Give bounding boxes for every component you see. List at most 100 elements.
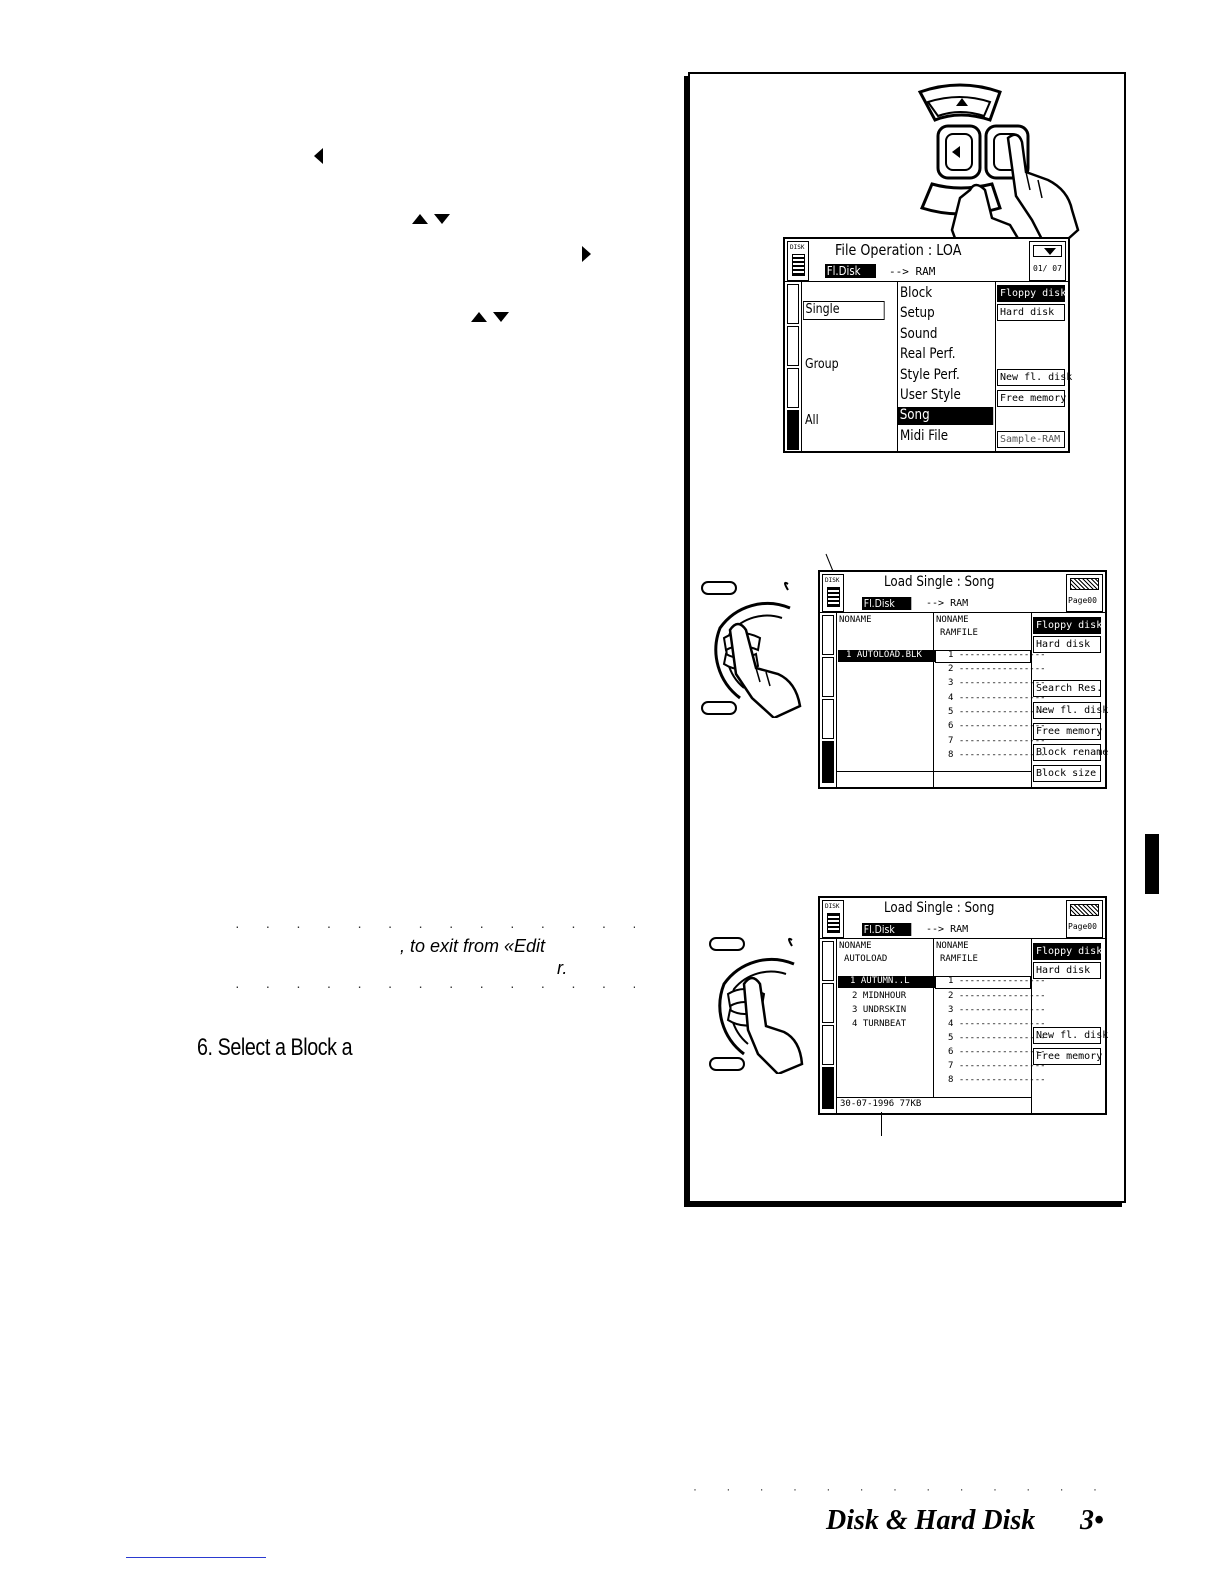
slot-row[interactable]: 1 ---------------- <box>948 650 1046 660</box>
page-indicator: Page00 <box>1066 900 1103 938</box>
slot-row[interactable]: 8 ---------------- <box>948 750 1046 760</box>
file-row-selected[interactable]: 1 AUTUMN..L <box>838 976 940 988</box>
dial-hand-illustration-1 <box>701 581 802 718</box>
menu-item-block[interactable]: Block <box>900 285 933 301</box>
file-row-selected[interactable]: 1 AUTOLOAD.BLK <box>838 650 936 662</box>
up-down-arrows-2 <box>471 312 515 324</box>
tab-4[interactable] <box>822 741 834 783</box>
slot-row[interactable]: 7 ---------------- <box>948 736 1046 746</box>
slot-row[interactable]: 2 ---------------- <box>948 664 1046 674</box>
floppy-disk-button[interactable]: Floppy disk <box>1033 943 1102 960</box>
screen-title: Load Single : Song <box>884 574 995 590</box>
right-subheader: RAMFILE <box>940 628 978 638</box>
hard-disk-button[interactable]: Hard disk <box>997 304 1065 321</box>
dial-hand-illustration-2 <box>709 937 804 1074</box>
menu-item-style-perf[interactable]: Style Perf. <box>900 367 960 383</box>
menu-item-setup[interactable]: Setup <box>900 305 935 321</box>
search-res-button[interactable]: Search Res. <box>1033 680 1102 697</box>
file-row[interactable]: 4 TURNBEAT <box>852 1019 907 1029</box>
file-row[interactable]: 2 MIDNHOUR <box>852 991 907 1001</box>
new-fl-disk-button[interactable]: New fl. disk <box>1033 1027 1108 1044</box>
tab-3[interactable] <box>787 368 799 408</box>
slot-row[interactable]: 3 ---------------- <box>948 678 1046 688</box>
free-memory-button[interactable]: Free memory <box>1033 1048 1102 1065</box>
callout-line-2 <box>881 1112 882 1136</box>
tab-2[interactable] <box>787 326 799 366</box>
hard-disk-button[interactable]: Hard disk <box>1033 962 1101 979</box>
slot-row[interactable]: 6 ---------------- <box>948 1047 1046 1057</box>
source-label: Fl.Disk <box>862 597 912 610</box>
disk-icon: DISK <box>822 900 844 938</box>
tab-2[interactable] <box>822 657 834 697</box>
option-group[interactable]: Group <box>805 357 839 372</box>
slot-row[interactable]: 1 ---------------- <box>948 976 1046 986</box>
disk-icon: DISK <box>787 241 809 281</box>
exit-edit-text: , to exit from «Edit <box>400 936 546 956</box>
footer-page-number: 3• <box>1080 1505 1104 1536</box>
slot-row[interactable]: 4 ---------------- <box>948 693 1046 703</box>
right-header: NONAME <box>936 615 969 625</box>
free-memory-button[interactable]: Free memory <box>997 390 1066 407</box>
slot-row[interactable]: 8 ---------------- <box>948 1075 1046 1085</box>
source-label: Fl.Disk <box>862 923 912 936</box>
menu-item-real-perf[interactable]: Real Perf. <box>900 346 956 362</box>
tab-2[interactable] <box>822 983 834 1023</box>
menu-item-song-selected[interactable]: Song <box>898 407 994 425</box>
menu-item-midi-file[interactable]: Midi File <box>900 428 949 444</box>
source-label: Fl.Disk <box>825 264 876 278</box>
cursor-keys-hand-illustration <box>917 83 1080 282</box>
tab-1[interactable] <box>787 284 799 324</box>
hard-disk-button[interactable]: Hard disk <box>1033 636 1101 653</box>
screen-title: Load Single : Song <box>884 900 995 916</box>
footer-dotted-line: · · · · · · · · · · · · · · · · · · · · … <box>693 1482 1123 1496</box>
menu-item-user-style[interactable]: User Style <box>900 387 961 403</box>
sample-ram-button[interactable]: Sample-RAM <box>997 431 1065 448</box>
lcd-screen-file-operation: DISK File Operation : LOA Fl.Disk --> RA… <box>783 237 1072 453</box>
file-row[interactable]: 3 UNDRSKIN <box>852 1005 907 1015</box>
chapter-tab-marker <box>1145 834 1159 894</box>
left-arrow-glyph <box>314 148 323 164</box>
floppy-disk-button[interactable]: Floppy disk <box>1033 617 1102 634</box>
footer-link-underline <box>126 1557 266 1558</box>
tab-4[interactable] <box>822 1067 834 1109</box>
lcd-screen-load-single-2: DISK Load Single : Song Fl.Disk --> RAM … <box>818 896 1108 1115</box>
arrow-target: --> RAM <box>889 265 936 278</box>
page-indicator: 01/ 07 <box>1029 241 1066 281</box>
new-fl-disk-button[interactable]: New fl. disk <box>997 369 1072 386</box>
tab-4[interactable] <box>787 410 799 450</box>
arrow-target: --> RAM <box>926 924 969 935</box>
floppy-disk-button[interactable]: Floppy disk <box>997 285 1066 302</box>
dotted-separator-top: · · · · · · · · · · · · · · · · · · · · … <box>235 918 635 934</box>
option-all[interactable]: All <box>805 413 819 428</box>
tab-3[interactable] <box>822 1025 834 1065</box>
slot-row[interactable]: 6 ---------------- <box>948 721 1046 731</box>
slot-row[interactable]: 7 ---------------- <box>948 1061 1046 1071</box>
left-subheader: AUTOLOAD <box>844 954 888 964</box>
tab-1[interactable] <box>822 941 834 981</box>
r-fragment-text: r. <box>557 958 568 978</box>
disk-icon: DISK <box>822 574 844 612</box>
step-6-text: 6. Select a Block a <box>197 1034 353 1061</box>
new-fl-disk-button[interactable]: New fl. disk <box>1033 702 1108 719</box>
right-arrow-glyph <box>582 246 591 262</box>
arrow-target: --> RAM <box>926 598 969 609</box>
slot-row[interactable]: 5 ---------------- <box>948 1033 1046 1043</box>
left-header: NONAME <box>839 941 872 951</box>
menu-item-sound[interactable]: Sound <box>900 326 938 342</box>
up-down-arrows-1 <box>412 214 456 226</box>
right-subheader: RAMFILE <box>940 954 978 964</box>
option-single[interactable]: Single <box>803 301 885 320</box>
slot-row[interactable]: 3 ---------------- <box>948 1005 1046 1015</box>
block-rename-button[interactable]: Block rename <box>1033 744 1108 761</box>
tab-3[interactable] <box>822 699 834 739</box>
block-size-button[interactable]: Block size <box>1033 765 1101 782</box>
slot-row[interactable]: 4 ---------------- <box>948 1019 1046 1029</box>
screen-title: File Operation : LOA <box>835 241 962 259</box>
slot-row[interactable]: 5 ---------------- <box>948 707 1046 717</box>
free-memory-button[interactable]: Free memory <box>1033 723 1102 740</box>
left-header: NONAME <box>839 615 872 625</box>
dotted-separator-bottom: · · · · · · · · · · · · · · · · · · · · … <box>235 978 635 994</box>
page-indicator: Page00 <box>1066 574 1103 612</box>
slot-row[interactable]: 2 ---------------- <box>948 991 1046 1001</box>
tab-1[interactable] <box>822 615 834 655</box>
